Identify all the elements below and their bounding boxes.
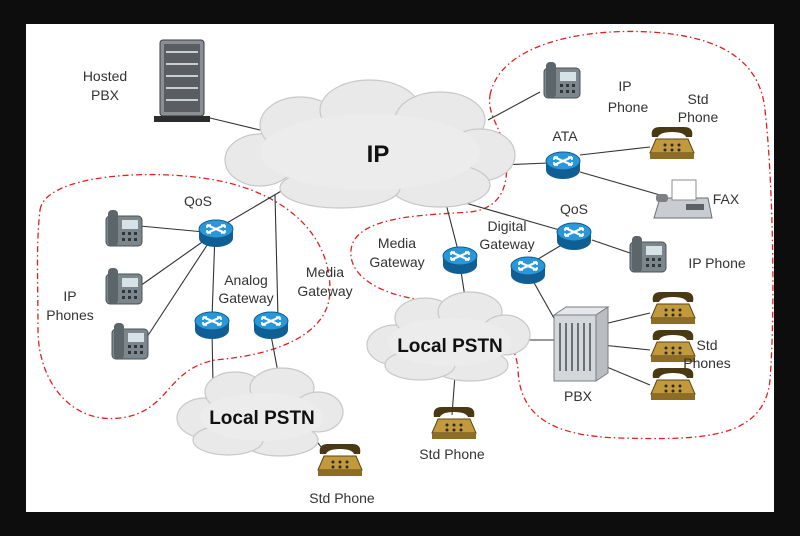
qos-left-label: QoS bbox=[184, 193, 212, 209]
router-icon bbox=[509, 255, 547, 286]
cloud-icon bbox=[366, 291, 531, 382]
ip-phone-icon bbox=[105, 267, 143, 305]
std-phones-right-label-line2: Phones bbox=[683, 355, 730, 371]
qos-right-label: QoS bbox=[560, 201, 588, 217]
router-icon bbox=[193, 310, 231, 341]
ata-label: ATA bbox=[552, 128, 578, 144]
media-gateway-center-label-line2: Gateway bbox=[369, 254, 424, 270]
ip-phone-icon bbox=[111, 322, 149, 360]
ip-phone-icon bbox=[629, 235, 667, 273]
digital-gateway-label-line1: Digital bbox=[488, 218, 527, 234]
std-phone-bottom-label: Std Phone bbox=[309, 490, 375, 506]
analog-gateway-label-line1: Analog bbox=[224, 272, 268, 288]
std-phone-top-label-line1: Std bbox=[687, 91, 708, 107]
router-icon bbox=[555, 221, 593, 252]
std-phone-icon bbox=[650, 367, 696, 401]
digital-gateway-label-line2: Gateway bbox=[479, 236, 534, 252]
hosted-pbx-label-line2: PBX bbox=[91, 87, 120, 103]
fax-label: FAX bbox=[713, 191, 740, 207]
media-gateway-center-label-line1: Media bbox=[378, 235, 416, 251]
media-gateway-left-label-line2: Gateway bbox=[297, 283, 352, 299]
std-phone-icon bbox=[317, 443, 363, 477]
router-icon bbox=[197, 218, 235, 249]
ip-phone-top-label-line2: Phone bbox=[608, 99, 649, 115]
server-icon bbox=[154, 39, 210, 122]
zone-right bbox=[350, 30, 774, 440]
cloud-icon bbox=[176, 367, 344, 457]
ip-phone-right-label: IP Phone bbox=[688, 255, 746, 271]
cloud-icon bbox=[224, 79, 516, 209]
router-icon bbox=[544, 150, 582, 181]
hosted-pbx-label-line1: Hosted bbox=[83, 68, 127, 84]
ip-phones-left-label-line2: Phones bbox=[46, 307, 93, 323]
router-icon bbox=[441, 245, 479, 276]
ip-phones-left-label-line1: IP bbox=[63, 288, 76, 304]
std-phone-icon bbox=[431, 406, 477, 440]
ip-phone-top-label-line1: IP bbox=[618, 78, 631, 94]
local-pstn-center-label: Local PSTN bbox=[397, 336, 503, 357]
local-pstn-bottom-label: Local PSTN bbox=[209, 408, 315, 429]
ip-phone-icon bbox=[543, 61, 581, 99]
std-phone-top-label-line2: Phone bbox=[678, 109, 719, 125]
pbx-label: PBX bbox=[564, 388, 593, 404]
zone-left bbox=[36, 173, 331, 420]
ip-phone-icon bbox=[105, 209, 143, 247]
std-phones-right-label-line1: Std bbox=[696, 337, 717, 353]
ip-cloud-label: IP bbox=[367, 141, 390, 168]
media-gateway-left-label-line1: Media bbox=[306, 264, 344, 280]
std-phone-icon bbox=[650, 291, 696, 325]
std-phone-icon bbox=[649, 126, 695, 160]
pbx-icon bbox=[552, 306, 610, 382]
router-icon bbox=[252, 310, 290, 341]
std-phone-center-label: Std Phone bbox=[419, 446, 485, 462]
fax-icon bbox=[653, 179, 713, 219]
analog-gateway-label-line2: Gateway bbox=[218, 290, 273, 306]
